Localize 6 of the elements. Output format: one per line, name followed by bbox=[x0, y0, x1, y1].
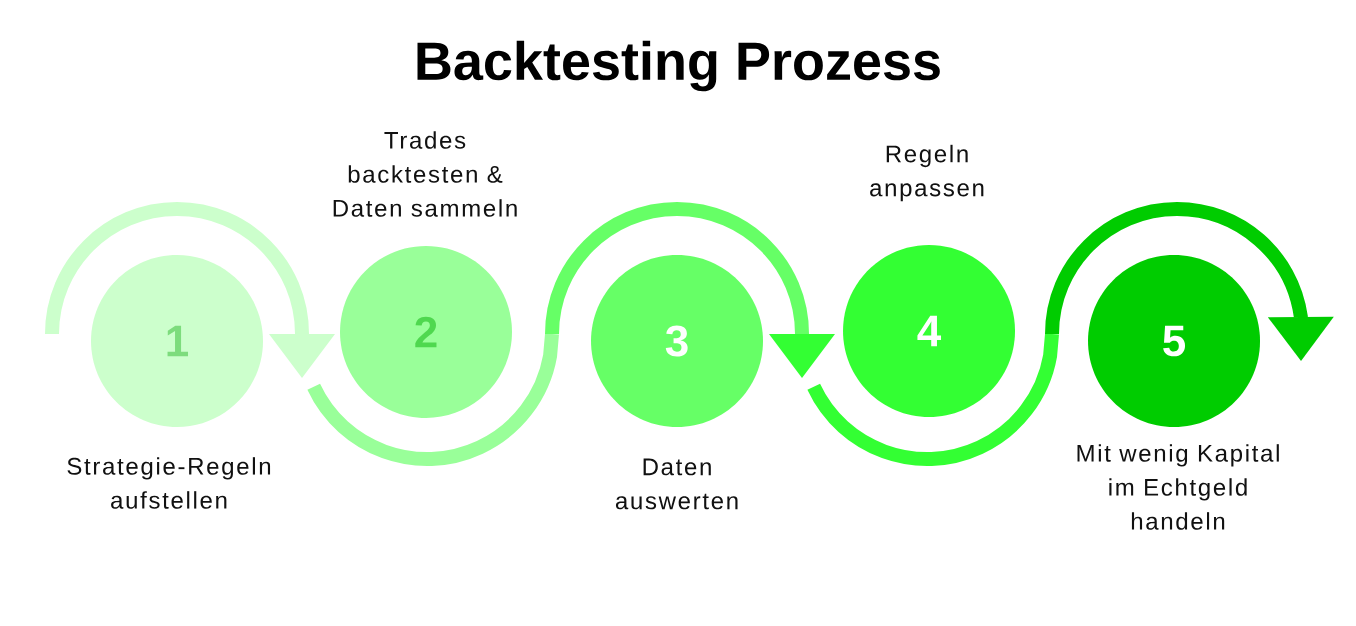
step-caption: Regeln anpassen bbox=[870, 144, 984, 202]
step-caption: Daten auswerten bbox=[615, 458, 738, 510]
title: Backtesting Prozess bbox=[417, 40, 940, 92]
step-caption: Trades backtesten & Daten sammeln bbox=[333, 131, 517, 217]
step-caption: Strategie-Regeln aufstellen bbox=[67, 457, 271, 509]
step-caption: Mit wenig Kapital im Echtgeld handeln bbox=[1077, 444, 1279, 530]
